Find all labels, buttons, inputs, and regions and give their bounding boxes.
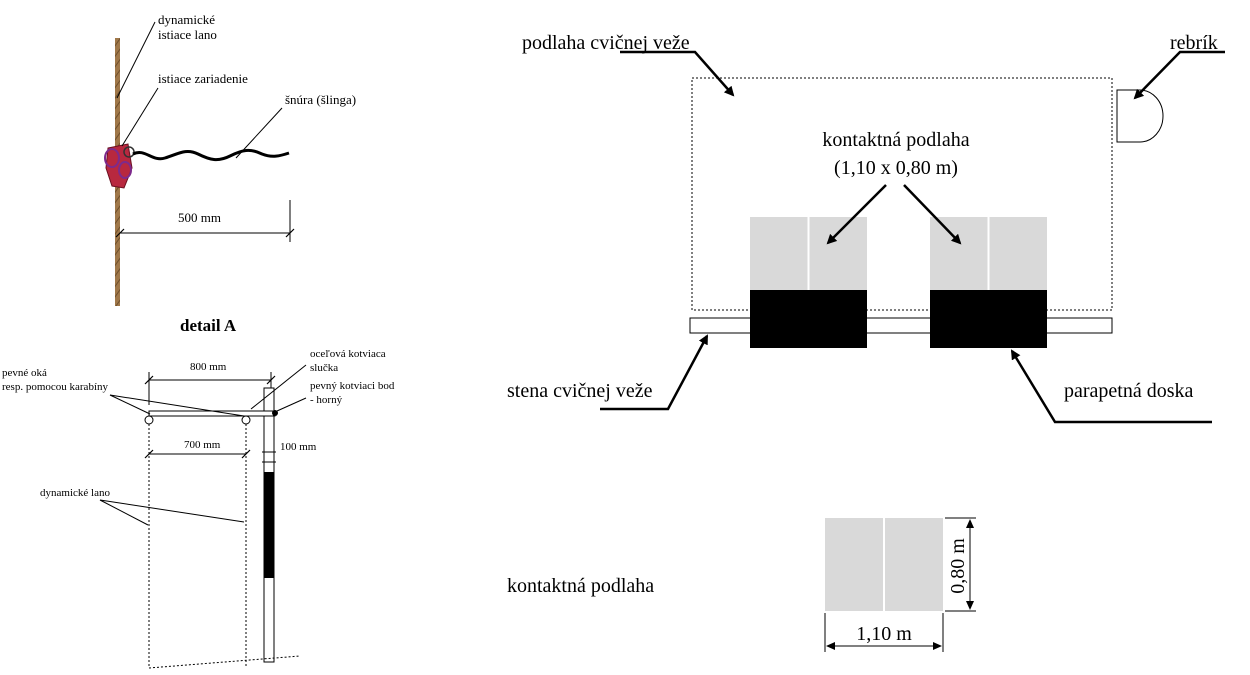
- sling-label: šnúra (šlinga): [285, 92, 356, 107]
- parapet-block-left: [750, 290, 867, 348]
- anchor-label-line2: - horný: [310, 394, 343, 406]
- tower-floor-plan: podlaha cvičnej veže rebrík kontaktná po…: [507, 32, 1225, 424]
- dim-700-label: 700 mm: [184, 439, 221, 451]
- dimension-800: 800 mm: [144, 361, 276, 405]
- belay-device-icon: [104, 143, 135, 189]
- leader-sling: [235, 107, 283, 159]
- arrow-ladder: [1133, 50, 1225, 100]
- ladder-label: rebrík: [1170, 32, 1218, 54]
- anchor-arm: [148, 410, 276, 417]
- width-dim-label: 1,10 m: [856, 623, 912, 645]
- rope-label-line2: istiace lano: [158, 27, 217, 42]
- arrow-contact-right: [903, 184, 962, 245]
- rope-belay-figure: dynamické istiace lano istiace zariadeni…: [104, 12, 356, 306]
- dim-100-label: 100 mm: [280, 441, 317, 453]
- height-dim-label: 0,80 m: [947, 538, 969, 594]
- parapet-label: parapetná doska: [1064, 380, 1194, 402]
- tower-floor-outline: [691, 77, 1113, 311]
- leader-device: [121, 87, 159, 147]
- detail-a-title: detail A: [180, 316, 237, 335]
- eye-right-icon: [241, 415, 251, 425]
- arrow-parapet: [1010, 349, 1212, 424]
- leader-rope: [116, 21, 156, 99]
- dimension-700: 700 mm: [144, 439, 251, 459]
- dim-800-label: 800 mm: [190, 361, 227, 373]
- leader-eyes-right: [109, 394, 245, 417]
- parapet-block-right: [930, 290, 1047, 348]
- contact-floor-detail: kontaktná podlaha 0,80 m 1,10 m: [507, 517, 976, 652]
- detail-a-figure: detail A 800 mm 700 mm: [2, 316, 395, 669]
- eyes-label-line2: resp. pomocou karabíny: [2, 381, 108, 393]
- contact-floor-label-line1: kontaktná podlaha: [822, 129, 969, 151]
- anchor-point-icon: [272, 410, 278, 416]
- arrow-wall: [600, 334, 709, 411]
- leader-anchor: [276, 397, 307, 412]
- anchor-label-line1: pevný kotviaci bod: [310, 380, 395, 392]
- dimension-width: 1,10 m: [824, 613, 944, 652]
- dimension-500: 500 mm: [115, 200, 295, 242]
- leader-steel-loop: [250, 364, 307, 410]
- contact-floor-label-line2: (1,10 x 0,80 m): [834, 157, 958, 179]
- ladder-icon: [1116, 89, 1164, 143]
- tower-wall-label: stena cvičnej veže: [507, 380, 653, 402]
- eyes-label-line1: pevné oká: [2, 367, 47, 379]
- arrow-floor: [620, 50, 735, 97]
- tower-floor-label: podlaha cvičnej veže: [522, 32, 690, 54]
- contact-floor-left: [750, 217, 867, 348]
- steel-loop-label-line2: slučka: [310, 362, 338, 374]
- dim-500-label: 500 mm: [178, 210, 221, 225]
- eye-left-icon: [144, 415, 154, 425]
- post-black-band: [264, 472, 274, 578]
- dimension-height: 0,80 m: [945, 517, 976, 612]
- contact-floor-right: [930, 217, 1047, 348]
- contact-floor-detail-label: kontaktná podlaha: [507, 575, 654, 597]
- leader-rope-right: [99, 499, 245, 523]
- ground-line: [148, 655, 301, 669]
- steel-loop-label-line1: oceľová kotviaca: [310, 348, 386, 360]
- rope-label-line1: dynamické: [158, 12, 215, 27]
- device-label: istiace zariadenie: [158, 71, 248, 86]
- leader-eyes-left: [109, 394, 151, 415]
- dimension-100: 100 mm: [262, 441, 317, 463]
- sling-cord: [132, 148, 290, 162]
- leader-rope-left: [99, 499, 149, 526]
- dynamic-rope-label: dynamické lano: [40, 487, 110, 499]
- arrow-contact-left: [826, 184, 887, 245]
